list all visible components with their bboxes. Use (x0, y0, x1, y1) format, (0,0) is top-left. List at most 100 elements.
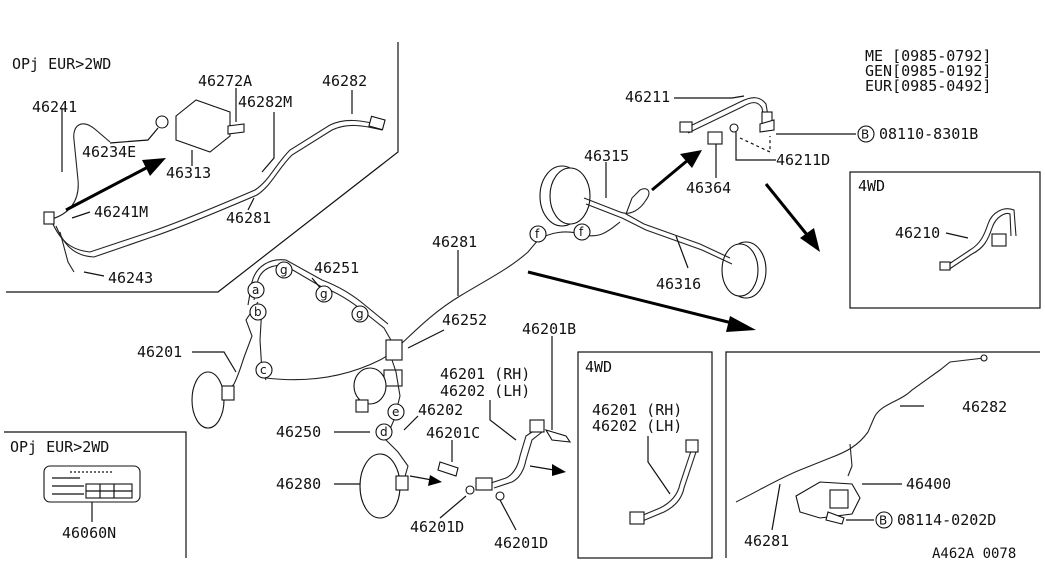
leader-46281-inset (247, 197, 255, 211)
arrow-inset (65, 165, 149, 212)
label-46201-left: 46201 (137, 343, 182, 361)
rear-axle-group: B 46211 46364 46211D 08110-8301B 46315 4… (539, 88, 978, 299)
center-assembly: 46281 46251 46201 46252 46250 46280 4620… (137, 221, 756, 552)
fitting-46282-top (368, 115, 386, 131)
dashed-46211d (739, 136, 771, 153)
clip-46364 (707, 131, 723, 145)
washer-46211d (729, 123, 739, 133)
leader-46201d-a (439, 495, 467, 519)
label-46281-right: 46281 (744, 532, 789, 550)
marker-a-text: a (252, 283, 259, 297)
label-46282-right: 46282 (962, 398, 1007, 416)
marker-b-08114-text: B (879, 514, 887, 528)
hose-fitting-b (529, 419, 545, 433)
label-46201-rh: 46201 (RH) (440, 365, 530, 383)
leader-46241m (71, 211, 91, 219)
ref-code: A462A 0078 (932, 546, 1016, 562)
leader-46243 (83, 271, 105, 277)
arrow-to-4wd (764, 183, 810, 237)
fitting-46210 (991, 233, 1007, 247)
hose-4wd-b (639, 451, 697, 523)
pipe-46201-left (225, 301, 259, 395)
washer-46201d-b (495, 491, 505, 501)
marker-f-2 (573, 223, 591, 241)
label-46201b: 46201B (522, 320, 576, 338)
marker-e-text: e (392, 405, 399, 419)
pipe-46282-right-end (980, 354, 988, 362)
marker-e (387, 403, 405, 421)
arrow-small-2 (529, 465, 555, 471)
marker-c-text: c (260, 363, 267, 377)
valve-46250 (353, 367, 387, 405)
label-gen-range: GEN[0985-0192] (865, 62, 991, 80)
arrow-small-1-head (428, 475, 442, 486)
leader-46281-right (771, 483, 781, 531)
junction-46252-b (383, 369, 403, 387)
label-46282-top: 46282 (322, 72, 367, 90)
label-46202: 46202 (418, 401, 463, 419)
marker-b-pipe (249, 303, 267, 321)
label-08110: 08110-8301B (879, 125, 978, 143)
washer-46234e (155, 115, 169, 129)
inset-bl-border (4, 431, 187, 558)
hose-4wd-fitting-a (685, 439, 699, 453)
marker-g-2-text: g (320, 287, 328, 301)
marker-b-08114 (875, 511, 893, 529)
leader-46201-rh (489, 400, 517, 441)
valve-46400-body (829, 489, 849, 509)
model-info: ME [0985-0792] GEN[0985-0192] EUR[0985-0… (865, 47, 991, 95)
pipe-46400-link (847, 443, 853, 477)
marker-g-3 (351, 305, 369, 323)
label-46210: 46210 (895, 224, 940, 242)
pipe-46252 (385, 359, 401, 439)
arrow-to-46364 (651, 158, 689, 192)
drum-right-inner (721, 243, 759, 297)
bracket-46313 (175, 99, 231, 153)
leader-46252 (407, 329, 445, 349)
label-46315: 46315 (584, 147, 629, 165)
label-46201c: 46201C (426, 424, 480, 442)
hose-4wd (635, 447, 693, 519)
hose-46201-rh-b (493, 431, 543, 489)
drum-left-inner (549, 167, 591, 225)
inset-4wd-top: 4WD 46210 (849, 171, 1041, 309)
label-46243: 46243 (108, 269, 153, 287)
label-08114: 08114-0202D (897, 511, 996, 529)
washer-46201d-a (465, 485, 475, 495)
label-46252: 46252 (442, 311, 487, 329)
label-46201d-a: 46201D (410, 518, 464, 536)
hose-46211-b (687, 102, 765, 134)
marker-f-1-text: f (535, 227, 540, 241)
inset-4wd-mid-title: 4WD (585, 358, 612, 376)
label-46241m: 46241M (94, 203, 148, 221)
hose-4wd-fitting-b (629, 511, 645, 525)
label-46282m: 46282M (238, 93, 292, 111)
marker-b-08110-text: B (861, 128, 869, 142)
marker-g-3-text: g (356, 307, 364, 321)
bolt-46201c (437, 461, 459, 477)
leader-46282m (261, 112, 275, 173)
fitting-46210-b (939, 261, 951, 271)
marker-d-text: d (380, 425, 388, 439)
inset-br-border (725, 351, 1040, 558)
arrow-inset-head (142, 158, 166, 176)
caliper-46280 (395, 475, 409, 491)
label-46202-lh: 46202 (LH) (440, 382, 530, 400)
pipe-46241 (47, 123, 111, 221)
leader-46234e (109, 127, 159, 144)
pipe-46282-right (735, 357, 985, 503)
pipe-46281-inset (55, 124, 383, 258)
bolt-46272a (227, 123, 245, 135)
marker-g-1 (275, 261, 293, 279)
marker-g-1-text: g (280, 263, 288, 277)
marker-f-2-text: f (579, 225, 584, 239)
hose-fitting-a (475, 477, 493, 491)
label-46211d: 46211D (776, 151, 830, 169)
inset-bottom-right: 46282 46400 B 08114-0202D 46281 A462A 00… (725, 351, 1040, 562)
label-me-range: ME [0985-0792] (865, 47, 991, 65)
label-46060n: 46060N (62, 524, 116, 542)
marker-g-2 (315, 285, 333, 303)
leader-46316 (675, 235, 689, 269)
leader-46211 (674, 95, 745, 99)
